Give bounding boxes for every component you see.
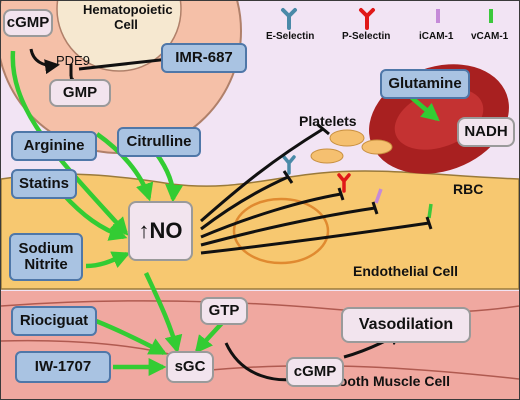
e-selectin-receptor-icon (282, 155, 296, 175)
gmp-box: GMP (49, 79, 111, 107)
no-to-sgc-arrow (143, 272, 183, 354)
legend-icam-1: iCAM-1 (419, 31, 454, 42)
arginine-to-no-arrow (95, 132, 154, 202)
p-selectin-legend-icon (359, 8, 375, 30)
legend-vcam-1: vCAM-1 (471, 31, 509, 42)
cgmp-to-pde9-arrow (29, 48, 60, 75)
e-selectin-inhibition-bar (282, 170, 294, 184)
vasodilation-box: Vasodilation (341, 307, 471, 343)
no-to-p-selectin-line (200, 192, 342, 239)
riociguat-box: Riociguat (11, 306, 97, 336)
statins-to-no-arrow (61, 192, 128, 241)
imr-687-to-pde9-line (78, 57, 170, 71)
legend-p-selectin: P-Selectin (342, 31, 391, 42)
no-to-platelets-line (200, 127, 324, 223)
legend-e-selectin: E-Selectin (266, 31, 315, 42)
gtp-box: GTP (200, 297, 248, 325)
citrulline-box: Citrulline (117, 127, 201, 157)
cgmp-product-box: cGMP (286, 357, 344, 387)
gtp-to-sgc-arrow (194, 321, 224, 354)
citrulline-to-no-arrow (154, 151, 184, 203)
glutamine-box: Glutamine (380, 69, 470, 99)
platelet (310, 148, 344, 164)
cgmp-box: cGMP (3, 9, 53, 37)
rbc-label: RBC (453, 181, 484, 197)
smooth-muscle-cell-label: Smooth Muscle Cell (317, 373, 451, 389)
nadh-box: NADH (457, 117, 515, 147)
platelet (361, 139, 393, 155)
platelets-label: Platelets (299, 113, 357, 129)
vcam-1-inhibition-bar (425, 216, 433, 230)
endothelial-cell-label: Endothelial Cell (353, 263, 459, 279)
p-selectin-receptor-icon (337, 173, 351, 193)
no-to-icam-1-line (200, 206, 376, 247)
no-box: ↑NO (128, 201, 193, 261)
endothelial-nucleus (232, 197, 330, 265)
hematopoietic-cell-nucleus (56, 1, 182, 72)
sgc-box: sGC (166, 351, 214, 383)
vcam-1-receptor-icon (427, 203, 433, 219)
e-selectin-legend-icon (281, 8, 297, 30)
hematopoietic-cell-label: Hematopoietic Cell (83, 2, 173, 32)
statins-box: Statins (11, 169, 77, 199)
platelets-inhibition-bar (316, 122, 330, 136)
pde9-label: PDE9 (56, 53, 90, 68)
iw-1707-box: IW-1707 (15, 351, 111, 383)
sodium-nitrite-to-no-arrow (85, 251, 131, 269)
smooth-muscle-fiber (200, 364, 519, 380)
imr-687-box: IMR-687 (161, 43, 247, 73)
no-to-e-selectin-line (200, 175, 289, 231)
riociguat-to-sgc-arrow (95, 318, 168, 355)
no-to-vcam-1-line (200, 221, 430, 255)
sodium-nitrite-box: Sodium Nitrite (9, 233, 83, 281)
icam-1-inhibition-bar (371, 201, 379, 215)
platelet (329, 129, 365, 147)
p-selectin-inhibition-bar (337, 187, 345, 201)
arginine-box: Arginine (11, 131, 97, 161)
icam-1-receptor-icon (374, 188, 383, 204)
